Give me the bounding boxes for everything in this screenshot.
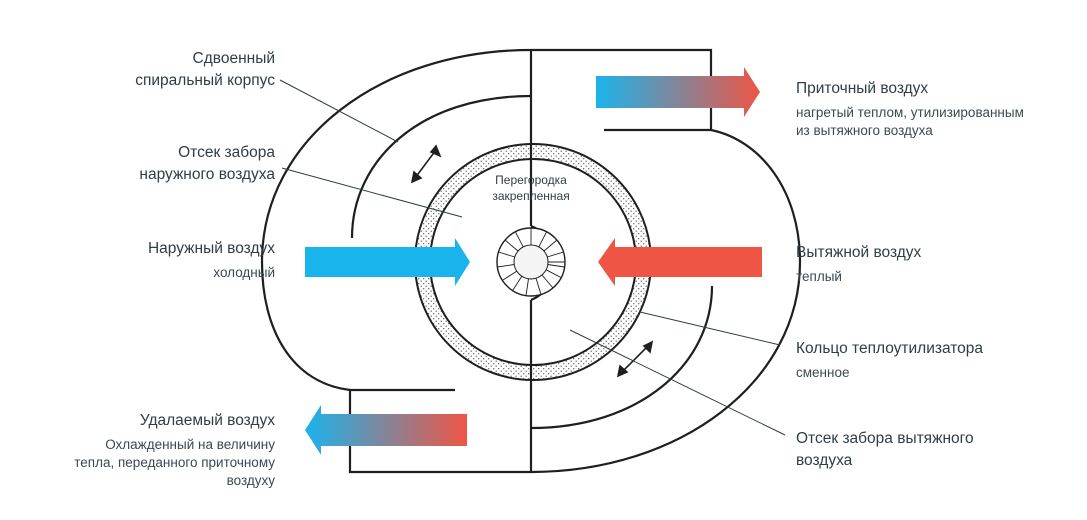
label-exhaust-removed: Удалаемый воздух Охлажденный на величину… bbox=[74, 410, 275, 490]
leader-line bbox=[569, 329, 786, 436]
leader-line bbox=[281, 167, 463, 218]
left-volute bbox=[260, 48, 532, 392]
label-outdoor-air: Наружный воздух холодный bbox=[148, 238, 275, 282]
rotation-arrow-icon bbox=[410, 144, 442, 184]
partition-label: Перегородка закрепленная bbox=[492, 173, 570, 203]
outdoor-air-arrow bbox=[305, 238, 470, 286]
outdoor-air-title: Наружный воздух bbox=[147, 240, 275, 257]
label-extract-chamber: Отсек забора вытяжного воздуха bbox=[796, 428, 974, 472]
label-supply-air: Приточный воздух нагретый теплом, утилиз… bbox=[796, 78, 1024, 140]
supply-air-arrow bbox=[596, 67, 760, 117]
outdoor-chamber-text: Отсек забора наружного воздуха bbox=[139, 144, 275, 183]
supply-air-sub: нагретый теплом, утилизированным из вытя… bbox=[796, 105, 1024, 138]
label-housing: Сдвоенный спиральный корпус bbox=[135, 48, 275, 92]
ring-sub: сменное bbox=[796, 365, 850, 380]
label-extract-air: Вытяжной воздух теплый bbox=[796, 242, 921, 286]
left-scroll-wall bbox=[350, 94, 532, 239]
impeller-icon bbox=[496, 227, 566, 297]
supply-air-title: Приточный воздух bbox=[796, 80, 929, 97]
leader-line bbox=[279, 79, 399, 143]
housing-text: Сдвоенный спиральный корпус bbox=[135, 50, 275, 89]
exhaust-air-arrow bbox=[305, 405, 467, 455]
extract-chamber-text: Отсек забора вытяжного воздуха bbox=[796, 430, 974, 469]
right-scroll-wall bbox=[530, 285, 714, 430]
extract-air-title: Вытяжной воздух bbox=[796, 244, 922, 261]
extract-air-arrow bbox=[598, 238, 762, 286]
extract-air-sub: теплый bbox=[796, 269, 842, 284]
right-volute bbox=[530, 128, 802, 474]
ring-title: Кольцо теплоутилизатора bbox=[796, 340, 984, 357]
label-outdoor-chamber: Отсек забора наружного воздуха bbox=[139, 142, 275, 186]
leader-line bbox=[639, 311, 781, 346]
outdoor-air-sub: холодный bbox=[213, 265, 275, 280]
exhaust-removed-sub: Охлажденный на величину тепла, переданно… bbox=[74, 437, 275, 488]
rotation-arrow-icon bbox=[616, 340, 654, 378]
exhaust-removed-title: Удалаемый воздух bbox=[139, 412, 275, 429]
label-ring: Кольцо теплоутилизатора сменное bbox=[796, 338, 983, 382]
